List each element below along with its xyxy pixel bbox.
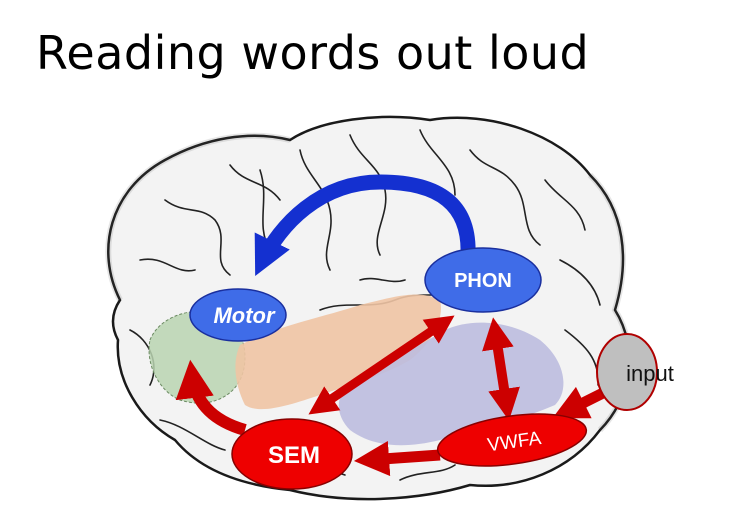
- sem-label: SEM: [268, 442, 320, 469]
- phon-to-motor-arrow: [254, 174, 476, 277]
- phon-node: PHON: [424, 247, 542, 313]
- vwfa-node: VWFA: [436, 413, 588, 467]
- phon-vwfa-arrow: [482, 317, 520, 421]
- sem-to-green-arrow: [175, 359, 247, 436]
- phon-label: PHON: [454, 270, 512, 292]
- input-node: input: [596, 333, 674, 411]
- sem-node: SEM: [231, 418, 353, 490]
- vwfa-to-sem-arrow: [353, 440, 441, 477]
- slide-title: Reading words out loud: [36, 26, 590, 80]
- input-label: input: [626, 361, 674, 386]
- motor-label: Motor: [213, 303, 276, 328]
- input-to-vwfa-arrow: [552, 386, 608, 419]
- motor-node: Motor: [189, 288, 287, 342]
- sem-phon-arrow: [308, 315, 455, 415]
